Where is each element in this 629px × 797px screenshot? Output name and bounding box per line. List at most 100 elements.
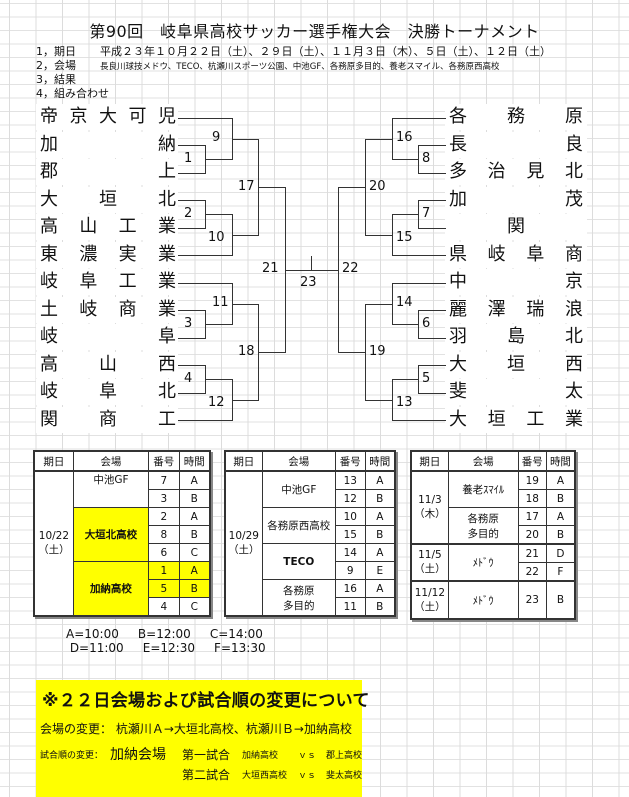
team-char: 東 xyxy=(40,244,58,265)
bracket-line xyxy=(392,283,446,284)
info-results-label: 3，結果 xyxy=(36,73,76,86)
match-time: A xyxy=(178,507,211,526)
game2-away: 斐太高校 xyxy=(326,771,363,781)
bracket-line xyxy=(285,270,339,271)
team-char: 加 xyxy=(449,189,467,210)
team-char: 阜 xyxy=(79,271,98,292)
bracket-line xyxy=(338,352,366,353)
venue-cell: 大垣北高校 xyxy=(72,507,150,562)
venue-change-label: 会場の変更： xyxy=(40,722,113,736)
info-results: 3，結果 xyxy=(36,73,100,86)
team-char: 浪 xyxy=(564,299,583,320)
team-char: 工 xyxy=(526,409,545,430)
team-name-left: 岐阜 xyxy=(36,324,178,350)
team-char: 北 xyxy=(158,189,176,210)
team-char: 阜 xyxy=(158,326,176,347)
match-number-m11: 11 xyxy=(212,295,229,310)
header-number: 番号 xyxy=(517,450,547,472)
time-legend-line-1: A=10:00 B=12:00 C=14:00 xyxy=(66,627,263,641)
team-name-right: 麗澤瑞浪 xyxy=(445,297,587,323)
match-number: 4 xyxy=(148,597,180,617)
bracket-line xyxy=(418,200,446,201)
venue-cell: 中池GF xyxy=(72,470,150,508)
match-number-m10: 10 xyxy=(208,230,225,245)
team-char: 帝 xyxy=(40,106,58,127)
team-char: 北 xyxy=(565,326,583,347)
bracket-line xyxy=(178,283,233,284)
team-char: 濃 xyxy=(79,244,98,265)
team-char: 郡 xyxy=(40,161,58,182)
info-pairings: 4，組み合わせ xyxy=(36,87,109,100)
match-time: B xyxy=(545,489,576,508)
header-venue: 会場 xyxy=(72,450,150,472)
team-name-left: 帝京大可児 xyxy=(36,104,178,130)
order-venue: 加納会場 xyxy=(110,747,166,763)
header-venue: 会場 xyxy=(447,450,519,472)
match-number-m21: 21 xyxy=(262,261,279,276)
match-number: 20 xyxy=(517,525,547,545)
bracket-line xyxy=(178,200,206,201)
match-time: B xyxy=(178,489,211,508)
bracket-line xyxy=(178,310,206,311)
team-char: 岐 xyxy=(487,244,506,265)
team-name-left: 岐阜工業 xyxy=(36,269,178,295)
team-char: 垣 xyxy=(487,409,506,430)
match-number: 1 xyxy=(148,561,180,580)
team-char: 各 xyxy=(449,106,467,127)
team-char: 大 xyxy=(40,189,58,210)
bracket-line xyxy=(418,338,446,339)
match-number: 23 xyxy=(517,580,547,620)
venue-cell: 中池GF xyxy=(261,470,336,508)
team-char: 岐 xyxy=(40,271,58,292)
game1-home: 加納高校 xyxy=(242,751,279,761)
bracket-line xyxy=(232,400,259,401)
match-time: B xyxy=(364,525,396,544)
bracket-line xyxy=(392,255,446,256)
team-name-right: 長良 xyxy=(445,132,587,158)
team-char: 業 xyxy=(157,271,176,292)
venue-cell: 各務原多目的 xyxy=(447,507,519,545)
match-number: 22 xyxy=(517,562,547,582)
notice-heading: ※２２日会場および試合順の変更について xyxy=(42,691,370,711)
bracket-line xyxy=(205,159,233,160)
match-number-m7: 7 xyxy=(422,206,431,221)
bracket-line xyxy=(232,235,259,236)
team-char: 京 xyxy=(565,271,583,292)
team-char: 関 xyxy=(507,216,525,237)
match-number-m15: 15 xyxy=(396,230,413,245)
team-name-right: 加茂 xyxy=(445,187,587,213)
match-number: 17 xyxy=(517,507,547,526)
team-name-right: 中京 xyxy=(445,269,587,295)
team-char: 斐 xyxy=(449,381,467,402)
time-legend-line-2: D=11:00 E=12:30 F=13:30 xyxy=(66,641,266,655)
bracket-line xyxy=(418,393,446,394)
match-time: B xyxy=(545,525,576,545)
venue-cell: 加納高校 xyxy=(72,561,150,617)
team-name-right: 県岐阜商 xyxy=(445,242,587,268)
header-number: 番号 xyxy=(148,450,180,472)
bracket-line xyxy=(258,187,286,188)
team-char: 加 xyxy=(40,134,58,155)
match-number-m9: 9 xyxy=(212,130,221,145)
match-number-m18: 18 xyxy=(238,344,255,359)
team-char: 治 xyxy=(487,161,506,182)
info-venues: 2，会場長良川球技メドウ、TECO、杭瀬川スポーツ公園、中池GF、各務原多目的、… xyxy=(36,59,500,74)
team-char: 岐 xyxy=(40,381,58,402)
team-name-left: 土岐商業 xyxy=(36,297,178,323)
bracket-line xyxy=(178,118,233,119)
team-char: 工 xyxy=(158,409,176,430)
team-name-right: 大垣西 xyxy=(445,352,587,378)
team-name-left: 東濃実業 xyxy=(36,242,178,268)
match-time: F xyxy=(545,562,576,582)
bracket-line xyxy=(178,145,206,146)
venue-cell: ﾒﾄﾞｳ xyxy=(447,543,519,582)
game2-vs: ｖｓ xyxy=(298,771,317,781)
match-number-m20: 20 xyxy=(369,179,386,194)
game1-label: 第一試合 xyxy=(182,748,231,762)
team-char: 務 xyxy=(507,106,525,127)
info-venues-text: 長良川球技メドウ、TECO、杭瀬川スポーツ公園、中池GF、各務原多目的、養老スマ… xyxy=(100,62,500,72)
match-time: B xyxy=(178,525,211,544)
team-char: 業 xyxy=(157,244,176,265)
